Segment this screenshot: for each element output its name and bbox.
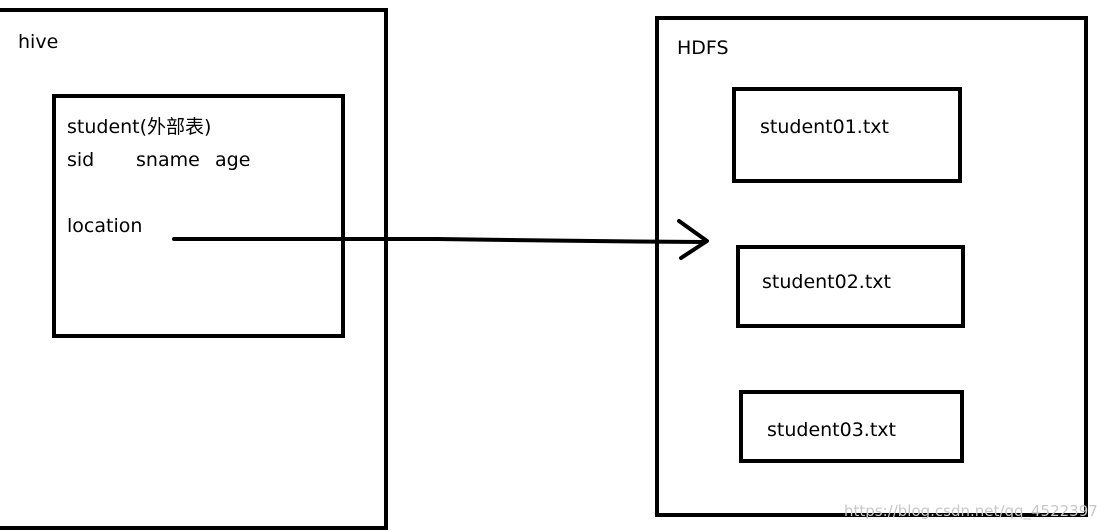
- arrow-shaft: [172, 237, 707, 244]
- arrow-head: [677, 219, 709, 260]
- file-box-3: [739, 390, 964, 463]
- location-label: location: [67, 215, 143, 237]
- file-box-2: [736, 245, 965, 328]
- hive-title: hive: [18, 31, 59, 53]
- file-name-1: student01.txt: [760, 116, 889, 138]
- file-box-1: [732, 87, 962, 183]
- hdfs-title: HDFS: [677, 37, 729, 59]
- column-sname: sname: [136, 149, 200, 171]
- table-name: student(外部表): [67, 116, 212, 138]
- watermark-text: https://blog.csdn.net/qq_45223973: [844, 502, 1097, 520]
- column-age: age: [215, 149, 251, 171]
- file-name-2: student02.txt: [762, 271, 891, 293]
- student-table-box: [52, 94, 345, 338]
- file-name-3: student03.txt: [767, 419, 896, 441]
- column-sid: sid: [67, 149, 95, 171]
